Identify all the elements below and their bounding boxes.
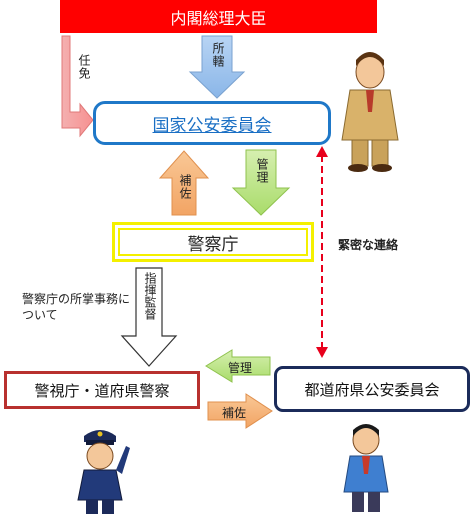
direct-supervise-label: 指揮監督 (143, 272, 157, 320)
liaison-label: 緊密な連絡 (338, 238, 399, 252)
ppsc-box: 都道府県公安委員会 (274, 366, 470, 412)
prime-minister-box: 内閣総理大臣 (60, 0, 377, 33)
appoint-arrow (61, 35, 94, 138)
npa-label: 警察庁 (118, 228, 308, 256)
appoint-label: 任免 (77, 54, 91, 80)
manage-left-label: 管理 (228, 361, 253, 375)
jurisdiction-arrow (188, 35, 246, 99)
official-figure-icon (341, 52, 399, 172)
manage-down-label: 管理 (255, 158, 269, 184)
jurisdiction-label: 所轄 (211, 42, 225, 68)
npa-affairs-note: 警察庁の所掌事務について (22, 292, 131, 322)
liaison-arrowhead-top (316, 146, 328, 157)
npsc-link[interactable]: 国家公安委員会 (93, 101, 331, 145)
manage-down-arrow (231, 149, 291, 216)
mpd-box: 警視庁・道府県警察 (4, 371, 200, 409)
assist-up-label: 補佐 (178, 174, 192, 200)
manage-left-arrow (205, 349, 271, 383)
assist-right-arrow (207, 393, 273, 429)
liaison-arrowhead-bottom (316, 347, 328, 358)
assist-up-arrow (158, 150, 210, 216)
committee-member-icon (343, 424, 389, 512)
direct-supervise-arrow (120, 267, 178, 367)
police-officer-icon (77, 430, 130, 514)
npa-box: 警察庁 (112, 222, 314, 262)
assist-right-label: 補佐 (222, 406, 247, 420)
